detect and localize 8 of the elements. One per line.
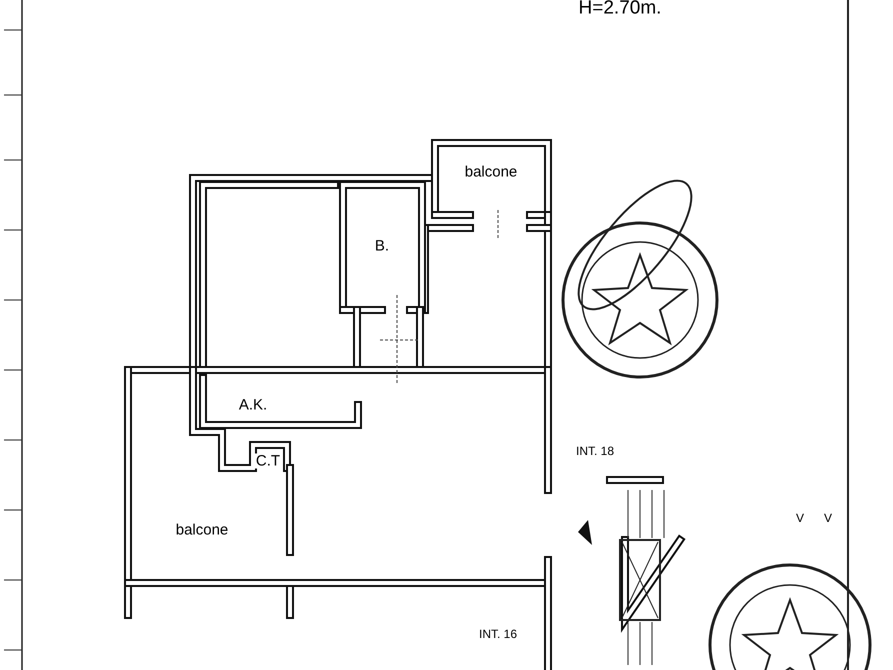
- room-label: C.T: [254, 454, 282, 468]
- tick-mark-label: V: [796, 512, 804, 524]
- unit-number-label: INT. 16: [479, 628, 517, 640]
- room-label: balcone: [462, 164, 520, 180]
- tick-mark-label: V: [824, 512, 832, 524]
- ceiling-height-label: H=2.70m.: [578, 0, 662, 18]
- unit-number-label: INT. 18: [576, 445, 614, 457]
- room-label: balcone: [174, 522, 230, 538]
